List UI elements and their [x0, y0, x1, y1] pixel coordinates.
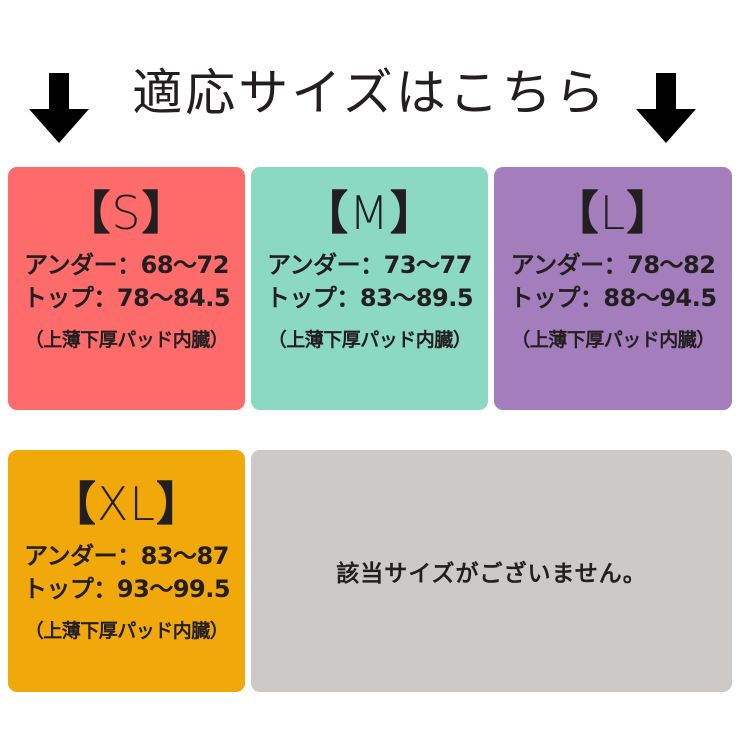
- size-card-l: 【L】 アンダー：78〜82 トップ：88〜94.5 （上薄下厚パッド内臓）: [494, 167, 732, 410]
- size-card-xl: 【XL】 アンダー：83〜87 トップ：93〜99.5 （上薄下厚パッド内臓）: [8, 450, 245, 692]
- under-bust-range: アンダー：78〜82: [510, 251, 716, 279]
- top-bust-range: トップ：78〜84.5: [22, 284, 231, 312]
- pad-note: （上薄下厚パッド内臓）: [24, 329, 229, 351]
- pad-note: （上薄下厚パッド内臓）: [267, 329, 472, 351]
- unavailable-message: 該当サイズがございません。: [336, 561, 647, 587]
- size-label: 【S】: [64, 186, 189, 240]
- header: 適応サイズはこちら: [0, 55, 740, 145]
- size-card-s: 【S】 アンダー：68〜72 トップ：78〜84.5 （上薄下厚パッド内臓）: [8, 167, 245, 410]
- pad-note: （上薄下厚パッド内臓）: [511, 329, 715, 351]
- size-card-m: 【M】 アンダー：73〜77 トップ：83〜89.5 （上薄下厚パッド内臓）: [251, 167, 488, 410]
- size-unavailable-card: 該当サイズがございません。: [251, 450, 732, 692]
- top-bust-range: トップ：83〜89.5: [265, 284, 474, 312]
- size-label: 【L】: [552, 186, 674, 240]
- under-bust-range: アンダー：73〜77: [267, 251, 472, 279]
- top-bust-range: トップ：93〜99.5: [22, 575, 231, 603]
- under-bust-range: アンダー：83〜87: [24, 542, 229, 570]
- under-bust-range: アンダー：68〜72: [24, 251, 229, 279]
- page-title: 適応サイズはこちら: [132, 64, 608, 122]
- down-arrow-icon: [636, 73, 696, 143]
- pad-note: （上薄下厚パッド内臓）: [24, 620, 229, 642]
- top-bust-range: トップ：88〜94.5: [509, 284, 717, 312]
- down-arrow-icon: [29, 73, 89, 143]
- size-label: 【XL】: [49, 477, 204, 531]
- size-label: 【M】: [302, 186, 437, 240]
